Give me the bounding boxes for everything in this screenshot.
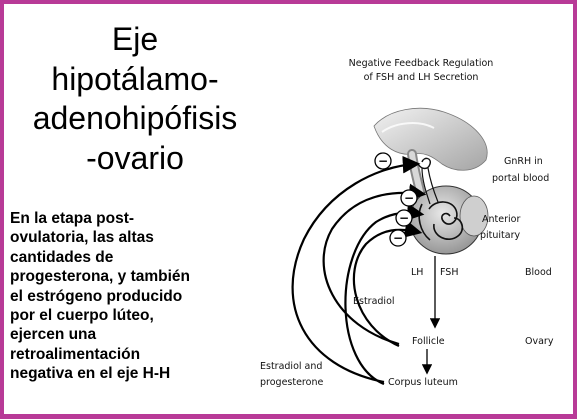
anterior-pituitary-label-line1: Anterior (482, 214, 520, 225)
estradiol-progesterone-label-line1: Estradiol and (260, 361, 322, 372)
ovary-label: Ovary (525, 336, 554, 347)
diagram-title-line2: of FSH and LH Secretion (364, 72, 479, 83)
slide-body-text: En la etapa post- ovulatoria, las altas … (10, 210, 191, 383)
minus-sign: − (404, 191, 414, 205)
estradiol-progesterone-label-line2: progesterone (260, 377, 323, 388)
gnrh-label-line2: portal blood (492, 173, 549, 184)
corpus-luteum-label: Corpus luteum (388, 377, 458, 388)
fsh-label: FSH (440, 267, 458, 278)
minus-icon: − (400, 189, 418, 207)
lh-label: LH (411, 267, 423, 278)
minus-icon: − (395, 209, 413, 227)
anterior-pituitary-illustration (409, 157, 489, 255)
progesterone-feedback-to-hypothalamus (291, 155, 421, 384)
estradiol-feedback-to-pituitary-upper (322, 183, 427, 346)
minus-icon: − (389, 229, 407, 247)
minus-sign: − (393, 231, 403, 245)
anterior-pituitary-label-line2: pituitary (480, 230, 521, 241)
follicle-label: Follicle (412, 336, 445, 347)
feedback-diagram: Negative Feedback Regulation of FSH and … (260, 58, 554, 388)
hypothalamus-illustration (373, 107, 488, 205)
gnrh-label-line1: GnRH in (504, 156, 543, 167)
minus-icon: − (374, 152, 392, 170)
estradiol-label: Estradiol (353, 296, 395, 307)
minus-sign: − (399, 211, 409, 225)
inhibition-symbols: − − − − (374, 152, 418, 247)
diagram-title-line1: Negative Feedback Regulation (349, 58, 494, 69)
minus-sign: − (378, 154, 388, 168)
slide-title: Eje hipotálamo- adenohipófisis -ovario (32, 21, 238, 176)
blood-label: Blood (525, 267, 552, 278)
